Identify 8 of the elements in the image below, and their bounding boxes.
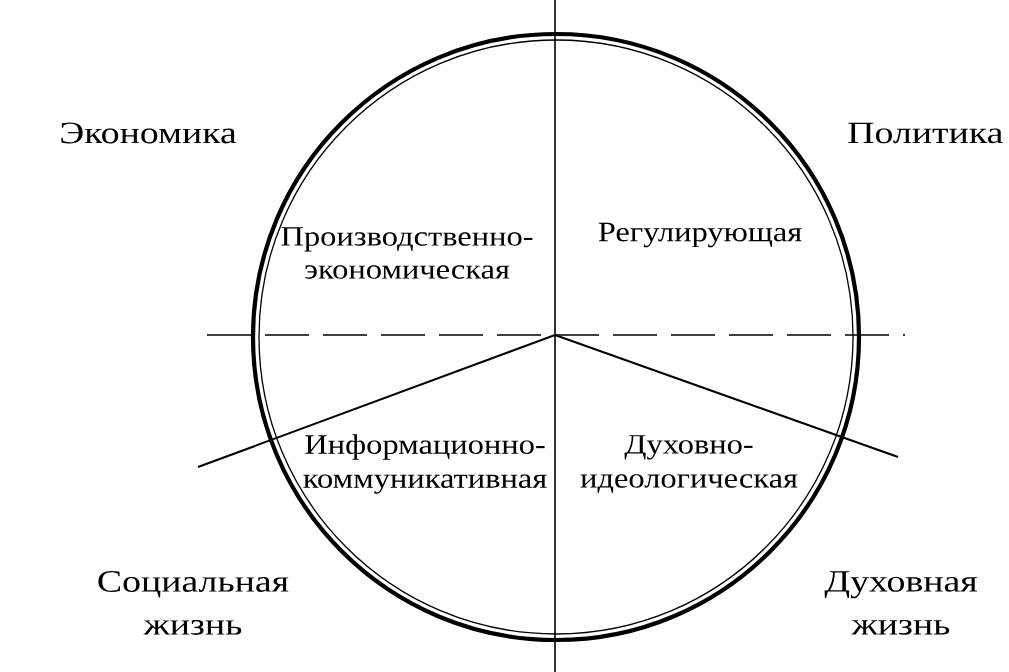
sector-label: Регулирующая	[598, 222, 802, 248]
sector-label: Духовно-идеологическая	[580, 435, 798, 493]
sphere-label: Экономика	[61, 122, 237, 144]
sphere-label: Социальная жизнь	[98, 571, 289, 635]
sphere-label: Политика	[848, 122, 1003, 144]
sector-label: Информационно-коммуникативная	[303, 434, 547, 494]
sphere-label: Духовная жизнь	[824, 571, 977, 635]
sector-label: Производственно-экономическая	[281, 227, 533, 279]
